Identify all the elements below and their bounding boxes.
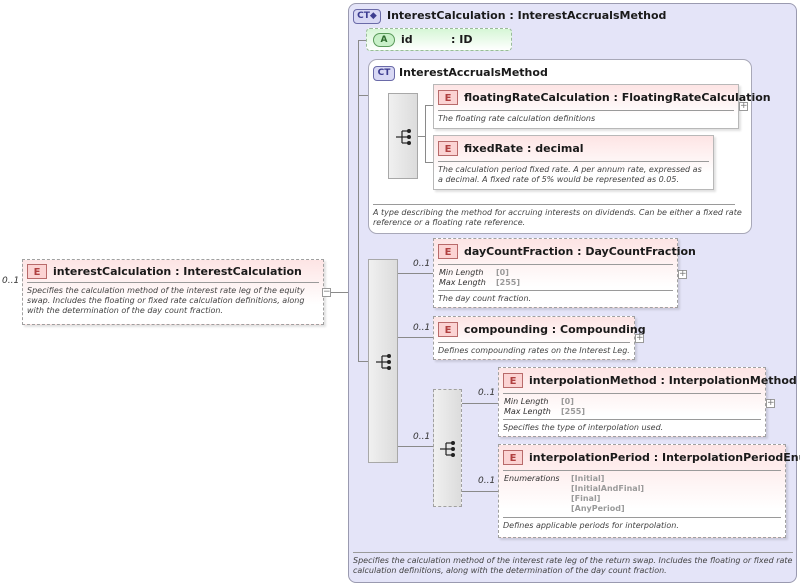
- attribute-name: id: [401, 33, 413, 46]
- separator: [438, 290, 673, 291]
- facet-value: [0]: [561, 397, 574, 406]
- dayCountFraction-occurrence: 0..1: [413, 259, 431, 269]
- sub-sequence-occurrence: 0..1: [413, 432, 431, 442]
- element-badge: E: [438, 244, 458, 259]
- element-title: compounding : Compounding: [464, 323, 646, 336]
- connector-line: [358, 40, 359, 362]
- attribute-id[interactable]: A id : ID: [366, 28, 512, 51]
- element-badge: E: [438, 141, 458, 156]
- separator: [27, 282, 319, 283]
- element-badge: E: [27, 264, 47, 279]
- element-documentation: The floating rate calculation definition…: [438, 114, 596, 123]
- element-compounding[interactable]: E compounding : Compounding Defines comp…: [433, 316, 646, 360]
- element-documentation: Defines applicable periods for interpola…: [503, 521, 679, 530]
- element-documentation: Specifies the type of interpolation used…: [503, 423, 664, 432]
- facet-label: Max Length: [439, 278, 486, 287]
- connector-line: [462, 403, 498, 404]
- element-documentation: Defines compounding rates on the Interes…: [438, 346, 630, 355]
- element-title: interpolationPeriod : InterpolationPerio…: [529, 451, 800, 464]
- enumeration-value: [Initial]: [571, 474, 605, 483]
- element-title: interestCalculation : InterestCalculatio…: [53, 265, 302, 278]
- connector-line: [425, 162, 433, 163]
- interpolationPeriod-occurrence: 0..1: [478, 476, 496, 486]
- element-fixedRate[interactable]: E fixedRate : decimal The calculation pe…: [433, 135, 714, 190]
- facet-value: [255]: [561, 407, 586, 416]
- interpolationMethod-occurrence: 0..1: [478, 388, 496, 398]
- element-badge: E: [438, 90, 458, 105]
- separator: [373, 204, 735, 205]
- facet-label: Min Length: [504, 397, 549, 406]
- complex-type-badge: CT◆: [353, 9, 381, 24]
- facet-label: Min Length: [439, 268, 484, 277]
- compounding-occurrence: 0..1: [413, 323, 431, 333]
- separator: [438, 110, 734, 111]
- plus-icon[interactable]: +: [739, 101, 748, 111]
- element-interpolationMethod[interactable]: E interpolationMethod : InterpolationMet…: [498, 367, 797, 437]
- choice-group[interactable]: [388, 93, 418, 179]
- connector-line: [358, 40, 372, 41]
- enumeration-value: [AnyPeriod]: [571, 504, 625, 513]
- base-type-badge: CT: [373, 66, 395, 81]
- attribute-badge: A: [373, 33, 395, 47]
- element-badge: E: [503, 450, 523, 465]
- element-title: interpolationMethod : InterpolationMetho…: [529, 374, 797, 387]
- element-documentation: The calculation period fixed rate. A per…: [438, 165, 702, 184]
- attribute-type: : ID: [451, 33, 473, 46]
- facet-value: [255]: [496, 278, 521, 287]
- element-documentation: Specifies the calculation method of the …: [27, 286, 305, 315]
- plus-icon[interactable]: +: [635, 333, 644, 343]
- element-title: floatingRateCalculation : FloatingRateCa…: [464, 91, 771, 104]
- complex-type-badge-label: CT: [357, 11, 370, 21]
- element-title: fixedRate : decimal: [464, 142, 584, 155]
- element-title: dayCountFraction : DayCountFraction: [464, 245, 696, 258]
- facet-value: [0]: [496, 268, 509, 277]
- sub-sequence-group[interactable]: [433, 389, 462, 507]
- sequence-group[interactable]: [368, 259, 398, 463]
- enumeration-value: [InitialAndFinal]: [571, 484, 645, 493]
- complex-type-title: InterestCalculation : InterestAccrualsMe…: [387, 9, 667, 22]
- element-dayCountFraction[interactable]: E dayCountFraction : DayCountFraction Mi…: [433, 238, 696, 308]
- separator: [438, 161, 709, 162]
- element-badge: E: [503, 373, 523, 388]
- enumeration-value: [Final]: [571, 494, 601, 503]
- element-floatingRateCalculation[interactable]: E floatingRateCalculation : FloatingRate…: [433, 84, 771, 129]
- connector-line: [398, 446, 433, 447]
- connector-line: [462, 491, 498, 492]
- element-documentation: The day count fraction.: [438, 294, 532, 303]
- connector-line: [398, 273, 433, 274]
- element-interpolationPeriod[interactable]: E interpolationPeriod : InterpolationPer…: [498, 444, 800, 538]
- sequence-icon: [376, 354, 391, 370]
- root-occurrence: 0..1: [2, 276, 20, 286]
- separator: [503, 393, 761, 394]
- separator: [438, 342, 630, 343]
- connector-line: [425, 105, 433, 106]
- connector-line: [418, 136, 426, 137]
- enumerations-label: Enumerations: [504, 474, 560, 483]
- base-type-title: InterestAccrualsMethod: [399, 66, 548, 79]
- connector-line: [425, 105, 426, 163]
- root-element-interestCalculation[interactable]: E interestCalculation : InterestCalculat…: [22, 259, 324, 325]
- connector-line: [358, 361, 368, 362]
- separator: [503, 470, 781, 471]
- choice-icon: [396, 129, 411, 145]
- sequence-icon: [440, 441, 455, 457]
- connector-line: [358, 95, 368, 96]
- separator: [503, 419, 761, 420]
- separator: [438, 264, 673, 265]
- complex-type-documentation: Specifies the calculation method of the …: [353, 556, 793, 575]
- plus-icon[interactable]: +: [678, 269, 687, 279]
- connector-line: [398, 337, 433, 338]
- facet-label: Max Length: [504, 407, 551, 416]
- base-type-documentation: A type describing the method for accruin…: [373, 208, 742, 227]
- separator: [503, 517, 781, 518]
- plus-icon[interactable]: +: [766, 398, 775, 408]
- separator: [353, 552, 793, 553]
- element-badge: E: [438, 322, 458, 337]
- minus-icon[interactable]: −: [322, 287, 331, 297]
- connector-line: [324, 292, 348, 293]
